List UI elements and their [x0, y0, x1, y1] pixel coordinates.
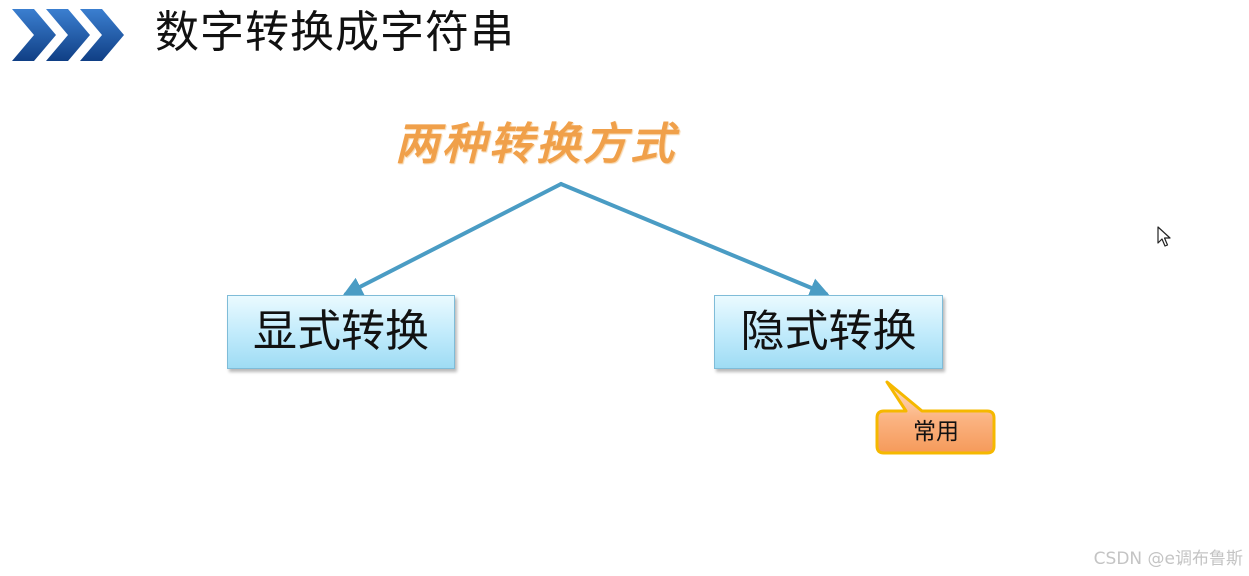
- callout-bubble: [875, 380, 996, 455]
- mouse-cursor-icon: [1157, 226, 1171, 247]
- callout-label: 常用: [913, 419, 959, 445]
- watermark: CSDN @e调布鲁斯: [1093, 549, 1243, 569]
- diagram-subtitle: 两种转换方式: [395, 119, 677, 170]
- implicit-conversion-box: 隐式转换: [714, 295, 943, 369]
- triple-chevron-icon: [12, 9, 124, 61]
- arrow-to-implicit: [559, 182, 830, 298]
- slide-title: 数字转换成字符串: [155, 7, 515, 58]
- arrow-to-explicit: [342, 182, 563, 296]
- explicit-conversion-box: 显式转换: [227, 295, 455, 369]
